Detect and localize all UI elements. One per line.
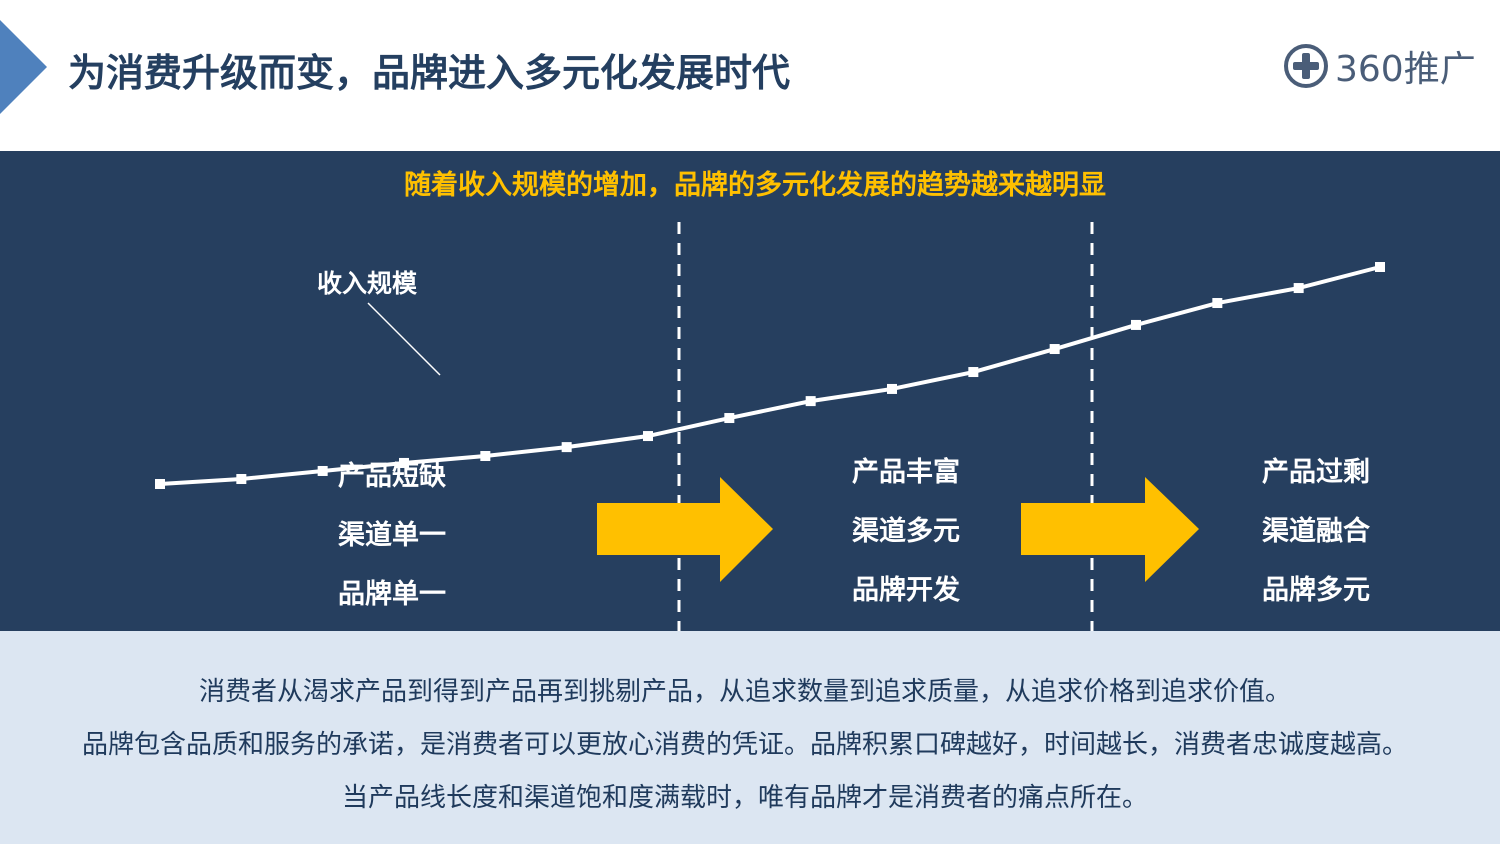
income-point bbox=[317, 465, 328, 476]
summary-section bbox=[0, 631, 1500, 844]
income-point bbox=[1375, 262, 1385, 272]
panel-subtitle: 随着收入规模的增加，品牌的多元化发展的趋势越来越明显 bbox=[404, 170, 1106, 201]
income-line bbox=[159, 265, 1381, 486]
stage3-line2: 渠道融合 bbox=[1262, 516, 1370, 547]
stage2-line3: 品牌开发 bbox=[852, 575, 960, 606]
income-point bbox=[968, 367, 979, 378]
income-point bbox=[1293, 283, 1304, 294]
income-point bbox=[1212, 298, 1223, 309]
stage1-line3: 品牌单一 bbox=[338, 579, 446, 610]
stage1-line1: 产品短缺 bbox=[338, 461, 446, 492]
arrow-right-icon bbox=[597, 477, 773, 582]
logo-plus-icon bbox=[1284, 44, 1328, 88]
summary-line-3: 当产品线长度和渠道饱和度满载时，唯有品牌才是消费者的痛点所在。 bbox=[341, 783, 1148, 813]
income-point bbox=[643, 431, 653, 442]
stage2-line1: 产品丰富 bbox=[852, 457, 960, 488]
curve-label-leader bbox=[367, 302, 441, 376]
arrow-right-icon bbox=[1021, 477, 1199, 582]
income-point bbox=[155, 479, 165, 489]
curve-label: 收入规模 bbox=[317, 269, 418, 298]
stage3-line3: 品牌多元 bbox=[1262, 575, 1370, 606]
income-point bbox=[805, 396, 816, 407]
stage2-line2: 渠道多元 bbox=[852, 516, 960, 547]
income-point bbox=[480, 451, 491, 462]
income-point bbox=[1049, 344, 1060, 355]
income-point bbox=[561, 442, 572, 453]
logo-360: 360推广 bbox=[1283, 40, 1476, 92]
stage1-line2: 渠道单一 bbox=[338, 520, 446, 551]
page-title: 为消费升级而变，品牌进入多元化发展时代 bbox=[68, 51, 791, 95]
income-point bbox=[399, 457, 409, 468]
income-point bbox=[1131, 319, 1141, 330]
title-arrow-decoration bbox=[0, 20, 47, 114]
income-point bbox=[887, 383, 897, 394]
summary-line-2: 品牌包含品质和服务的承诺，是消费者可以更放心消费的凭证。品牌积累口碑越好，时间越… bbox=[81, 730, 1408, 760]
income-point bbox=[236, 474, 247, 485]
logo-text: 360推广 bbox=[1335, 49, 1476, 90]
income-point bbox=[724, 413, 735, 424]
summary-line-1: 消费者从渴求产品到得到产品再到挑剔产品，从追求数量到追求质量，从追求价格到追求价… bbox=[198, 677, 1291, 707]
stage3-line1: 产品过剩 bbox=[1262, 457, 1370, 488]
